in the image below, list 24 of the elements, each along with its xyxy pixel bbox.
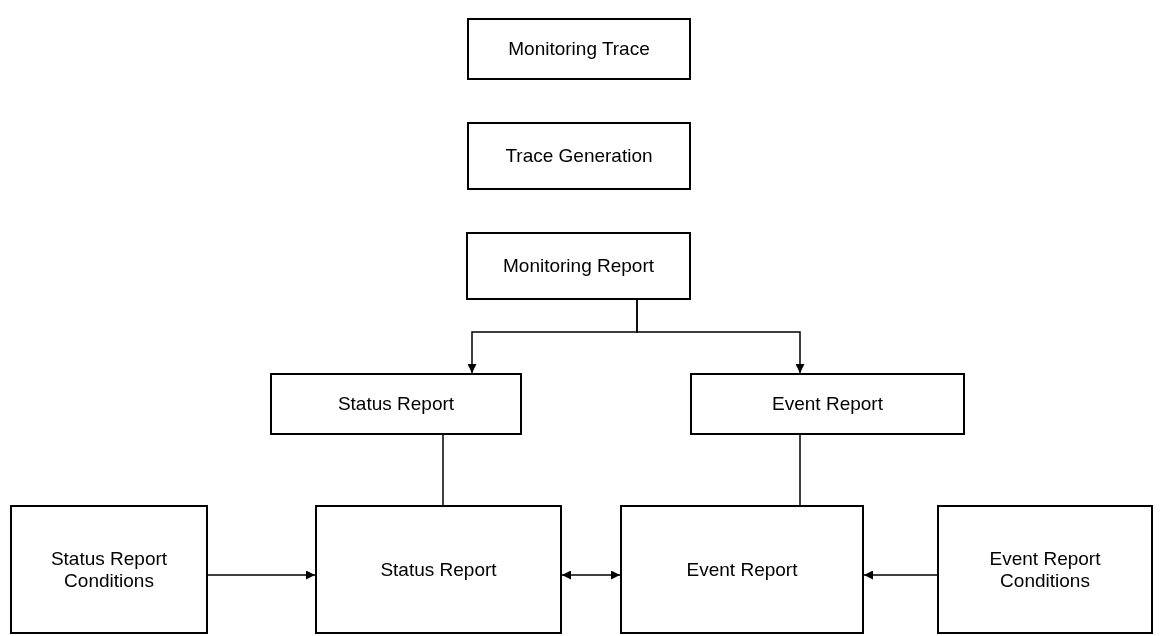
arrow	[863, 570, 938, 580]
box-label: Monitoring Report	[503, 255, 654, 277]
arrow	[561, 570, 621, 580]
process-box	[270, 373, 522, 435]
connector-line	[799, 434, 801, 506]
process-box	[467, 18, 691, 80]
process-box	[620, 505, 864, 634]
box-label: Monitoring Trace	[508, 38, 650, 60]
process-box	[467, 122, 691, 190]
box-label: Status Report	[380, 558, 497, 581]
process-box	[937, 505, 1153, 634]
process-box	[315, 505, 562, 634]
process-box	[10, 505, 208, 634]
arrow	[207, 570, 316, 580]
connector-line	[442, 434, 444, 506]
box-label: Status Report	[337, 393, 455, 415]
box-label: Event Report	[772, 393, 883, 415]
box-label: Event Report	[686, 558, 798, 581]
box-label: Status Report Conditions	[49, 547, 169, 592]
box-label: Event Report Conditions	[988, 547, 1102, 592]
arrow	[636, 299, 805, 374]
process-box	[690, 373, 965, 435]
process-box	[466, 232, 691, 300]
box-label: Trace Generation	[505, 145, 653, 167]
